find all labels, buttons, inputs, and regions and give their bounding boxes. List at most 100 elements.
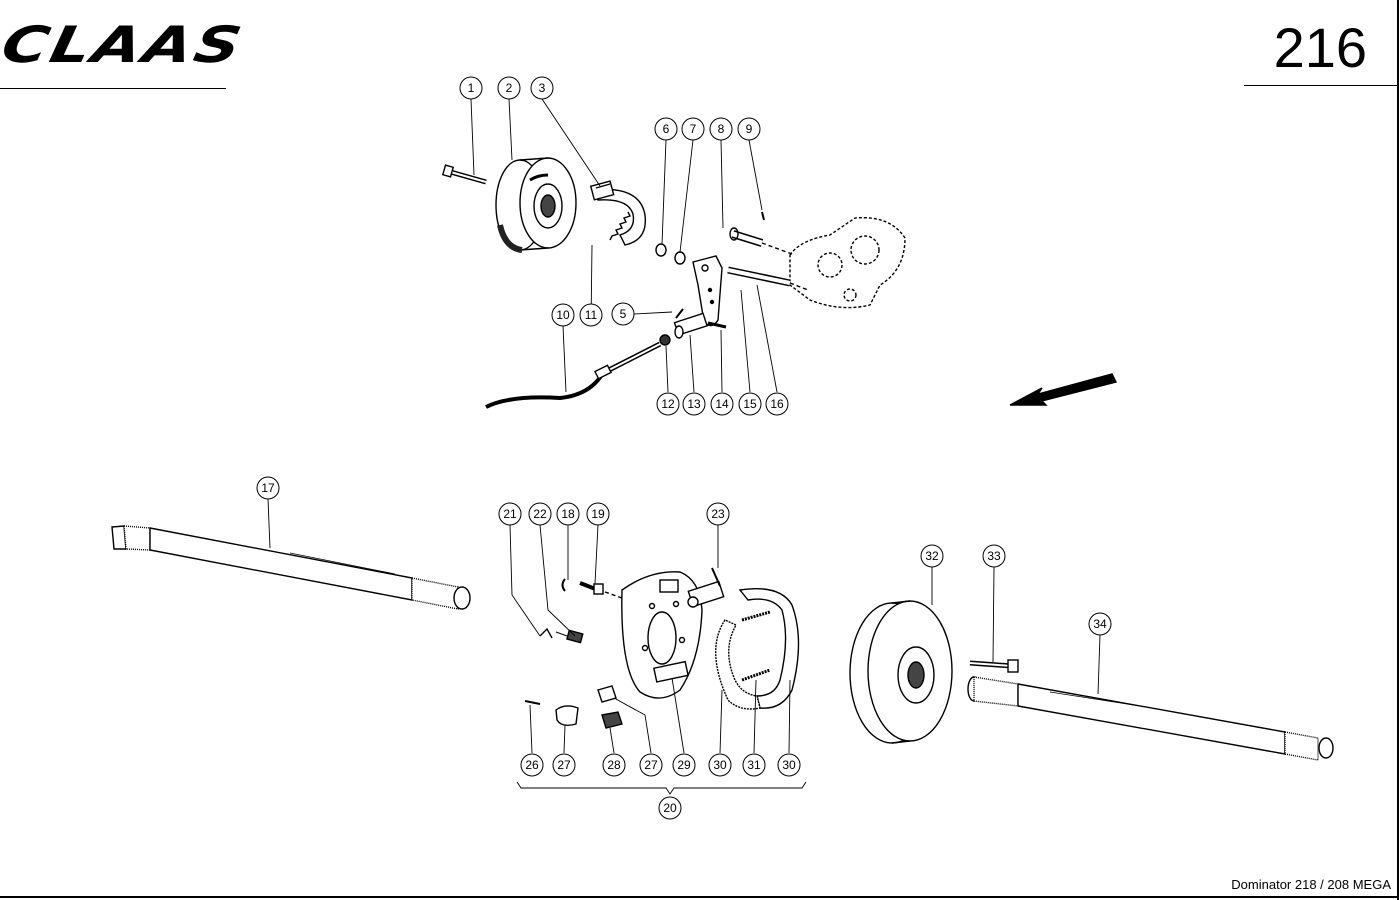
part-cap-27b bbox=[597, 685, 617, 703]
part-cable-10 bbox=[485, 341, 662, 409]
callout-10: 10 bbox=[551, 303, 575, 327]
part-nut-12 bbox=[659, 334, 671, 346]
svg-text:21: 21 bbox=[503, 507, 517, 521]
svg-text:1: 1 bbox=[468, 81, 475, 95]
callout-2: 2 bbox=[497, 76, 521, 100]
svg-text:15: 15 bbox=[743, 397, 757, 411]
part-cap-27a bbox=[555, 705, 579, 727]
svg-text:12: 12 bbox=[661, 397, 675, 411]
svg-text:33: 33 bbox=[987, 549, 1001, 563]
callout-33: 33 bbox=[982, 544, 1006, 568]
header-rule-right bbox=[1244, 85, 1399, 86]
svg-text:16: 16 bbox=[770, 397, 784, 411]
callout-27-left: 27 bbox=[552, 753, 576, 777]
part-brake-drum-2 bbox=[495, 157, 577, 253]
part-axle-34 bbox=[967, 676, 1334, 761]
callout-3: 3 bbox=[530, 76, 554, 100]
svg-text:27: 27 bbox=[644, 758, 658, 772]
part-clip-9 bbox=[761, 211, 765, 221]
callout-8: 8 bbox=[709, 117, 733, 141]
svg-text:34: 34 bbox=[1093, 617, 1107, 631]
callout-32: 32 bbox=[920, 544, 944, 568]
callout-34: 34 bbox=[1088, 612, 1112, 636]
svg-text:30: 30 bbox=[782, 758, 796, 772]
part-clip-22 bbox=[555, 629, 584, 644]
part-spring-11 bbox=[609, 211, 631, 241]
callout-5: 5 bbox=[611, 302, 635, 326]
svg-text:11: 11 bbox=[585, 308, 598, 322]
callout-1: 1 bbox=[459, 76, 483, 100]
callout-13: 13 bbox=[682, 392, 706, 416]
callout-18: 18 bbox=[556, 502, 580, 526]
part-bolt-33 bbox=[969, 659, 1019, 673]
svg-text:6: 6 bbox=[663, 122, 670, 136]
callout-23: 23 bbox=[706, 502, 730, 526]
part-spring-21 bbox=[539, 627, 553, 639]
direction-arrow bbox=[1009, 373, 1118, 406]
model-footer: Dominator 218 / 208 MEGA bbox=[1231, 877, 1391, 892]
svg-text:32: 32 bbox=[925, 549, 939, 563]
callout-11: 11 bbox=[579, 303, 603, 327]
svg-text:27: 27 bbox=[557, 758, 571, 772]
callout-16: 16 bbox=[765, 392, 789, 416]
svg-text:20: 20 bbox=[663, 801, 677, 815]
part-brake-drum-32 bbox=[849, 600, 953, 744]
part-housing bbox=[789, 216, 906, 309]
svg-text:18: 18 bbox=[561, 507, 575, 521]
header-rule-left bbox=[0, 88, 226, 89]
svg-text:30: 30 bbox=[713, 758, 727, 772]
svg-text:22: 22 bbox=[533, 507, 547, 521]
part-washer-7 bbox=[674, 251, 686, 265]
svg-text:14: 14 bbox=[715, 397, 729, 411]
callout-22: 22 bbox=[528, 502, 552, 526]
part-pin-26 bbox=[524, 700, 541, 705]
svg-text:19: 19 bbox=[591, 507, 605, 521]
svg-text:13: 13 bbox=[687, 397, 701, 411]
part-pin-16 bbox=[727, 266, 791, 287]
part-pin-5 bbox=[675, 308, 684, 319]
leader-lines bbox=[267, 98, 1101, 795]
svg-text:29: 29 bbox=[677, 758, 691, 772]
part-clip-18 bbox=[561, 578, 566, 592]
part-washer-6 bbox=[655, 243, 667, 257]
callout-14: 14 bbox=[710, 392, 734, 416]
svg-text:28: 28 bbox=[607, 758, 621, 772]
callout-9: 9 bbox=[737, 117, 761, 141]
bottom-rule bbox=[0, 896, 1399, 898]
svg-text:2: 2 bbox=[506, 81, 513, 95]
callout-20: 20 bbox=[658, 796, 682, 820]
part-wheel-cylinder-23 bbox=[687, 567, 725, 608]
callout-27-right: 27 bbox=[639, 753, 663, 777]
page-number: 216 bbox=[1273, 16, 1367, 79]
svg-text:3: 3 bbox=[539, 81, 546, 95]
svg-text:9: 9 bbox=[746, 122, 753, 136]
callout-28: 28 bbox=[602, 753, 626, 777]
callout-29: 29 bbox=[672, 753, 696, 777]
callout-15: 15 bbox=[738, 392, 762, 416]
part-brake-shoes-30 bbox=[715, 587, 800, 710]
callout-26: 26 bbox=[520, 753, 544, 777]
svg-text:10: 10 bbox=[556, 308, 570, 322]
svg-text:23: 23 bbox=[711, 507, 725, 521]
part-bolt-19 bbox=[579, 581, 604, 595]
callout-17: 17 bbox=[256, 476, 280, 500]
callout-21: 21 bbox=[498, 502, 522, 526]
part-spring-28 bbox=[601, 711, 623, 729]
svg-text:17: 17 bbox=[261, 481, 275, 495]
part-axle-17 bbox=[111, 525, 471, 610]
part-pin-8 bbox=[729, 227, 764, 247]
part-bolt-14 bbox=[707, 321, 727, 329]
callout-6: 6 bbox=[654, 117, 678, 141]
callout-30-left: 30 bbox=[708, 753, 732, 777]
svg-text:7: 7 bbox=[690, 122, 697, 136]
callout-30-right: 30 bbox=[777, 753, 801, 777]
part-brake-shoe-3 bbox=[589, 180, 647, 246]
callout-12: 12 bbox=[656, 392, 680, 416]
callout-19: 19 bbox=[586, 502, 610, 526]
svg-text:8: 8 bbox=[718, 122, 725, 136]
part-clevis-13 bbox=[673, 312, 708, 339]
part-bolt-1 bbox=[441, 164, 487, 185]
svg-text:26: 26 bbox=[525, 758, 539, 772]
